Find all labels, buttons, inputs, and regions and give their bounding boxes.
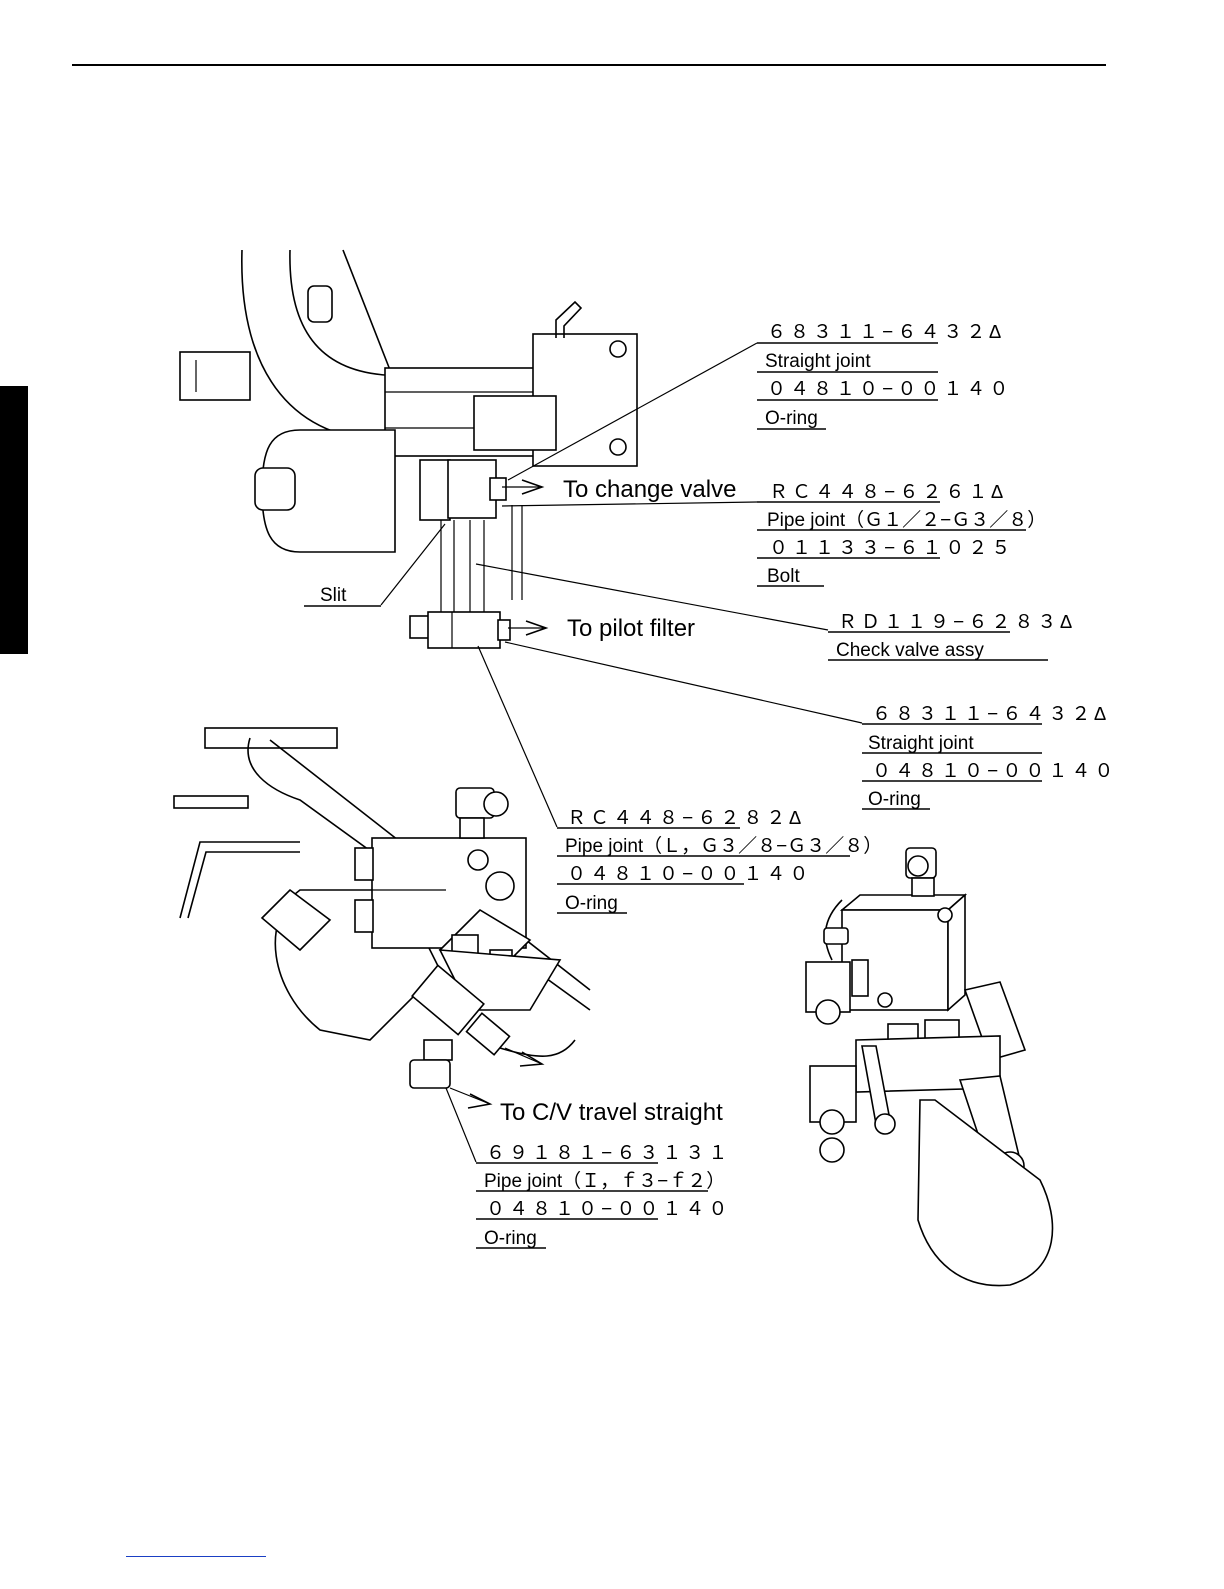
part-name: Straight joint — [765, 351, 871, 372]
callout-check-valve-assy: ＲＤ１１９−６２８３Δ Check valve assy — [828, 612, 1076, 661]
header-rule — [72, 64, 1106, 66]
flow-arrows — [449, 479, 549, 1109]
part-name: Bolt — [767, 566, 800, 587]
top-view-drawing — [179, 249, 638, 649]
callout-pipe-joint-l: ＲＣ４４８−６２８２Δ Pipe joint（Ｌ，Ｇ３／８−Ｇ３／８） ０４８１… — [557, 808, 882, 914]
part-name: O-ring — [484, 1228, 537, 1249]
destination-cv-travel-straight: To C/V travel straight — [500, 1099, 723, 1126]
destination-pilot-filter: To pilot filter — [567, 615, 695, 642]
part-name: O-ring — [765, 408, 818, 429]
part-number: ０４８１０−００１４０ — [486, 1199, 731, 1221]
part-number: ＲＤ１１９−６２８３Δ — [838, 612, 1076, 634]
callout-pipe-joint-i: ６９１８１−６３１３１ Pipe joint（Ｉ，ｆ３−ｆ２） ０４８１０−００… — [476, 1143, 731, 1249]
bottom-right-isometric-drawing — [805, 847, 1054, 1287]
destination-change-valve: To change valve — [563, 476, 736, 503]
part-name: O-ring — [565, 893, 618, 914]
part-number: ＲＣ４４８−６２６１Δ — [769, 482, 1007, 504]
part-number: ６９１８１−６３１３１ — [486, 1143, 731, 1165]
footer-link-rule — [126, 1556, 266, 1557]
callout-straight-joint-right: ６８３１１−６４３２Δ Straight joint ０４８１０−００１４０ O… — [862, 704, 1117, 810]
part-number: ０４８１０−００１４０ — [567, 864, 812, 886]
part-number: ０１１３３−６１０２５ — [769, 538, 1014, 560]
part-name: Pipe joint（Ｇ１／２−Ｇ３／８） — [767, 509, 1046, 531]
part-number: ０４８１０−００１４０ — [767, 379, 1012, 401]
part-name: Straight joint — [868, 733, 974, 754]
part-name: Pipe joint（Ｌ，Ｇ３／８−Ｇ３／８） — [565, 835, 882, 857]
part-name: Pipe joint（Ｉ，ｆ３−ｆ２） — [484, 1170, 725, 1192]
callout-pipe-joint-g12: ＲＣ４４８−６２６１Δ Pipe joint（Ｇ１／２−Ｇ３／８） ０１１３３−… — [757, 482, 1046, 587]
leader-lines — [380, 342, 863, 1163]
slit-label: Slit — [304, 585, 381, 607]
callout-straight-joint-top: ６８３１１−６４３２Δ Straight joint ０４８１０−００１４０ O… — [757, 322, 1012, 430]
part-name: O-ring — [868, 789, 921, 810]
part-number: ６８３１１−６４３２Δ — [767, 322, 1005, 344]
part-name: Check valve assy — [836, 640, 984, 661]
part-number: ６８３１１−６４３２Δ — [872, 704, 1110, 726]
svg-text:Slit: Slit — [320, 585, 347, 606]
bottom-left-drawing — [173, 727, 591, 1089]
section-tab — [0, 386, 28, 654]
part-number: ＲＣ４４８−６２８２Δ — [567, 808, 805, 830]
part-number: ０４８１０−００１４０ — [872, 761, 1117, 783]
